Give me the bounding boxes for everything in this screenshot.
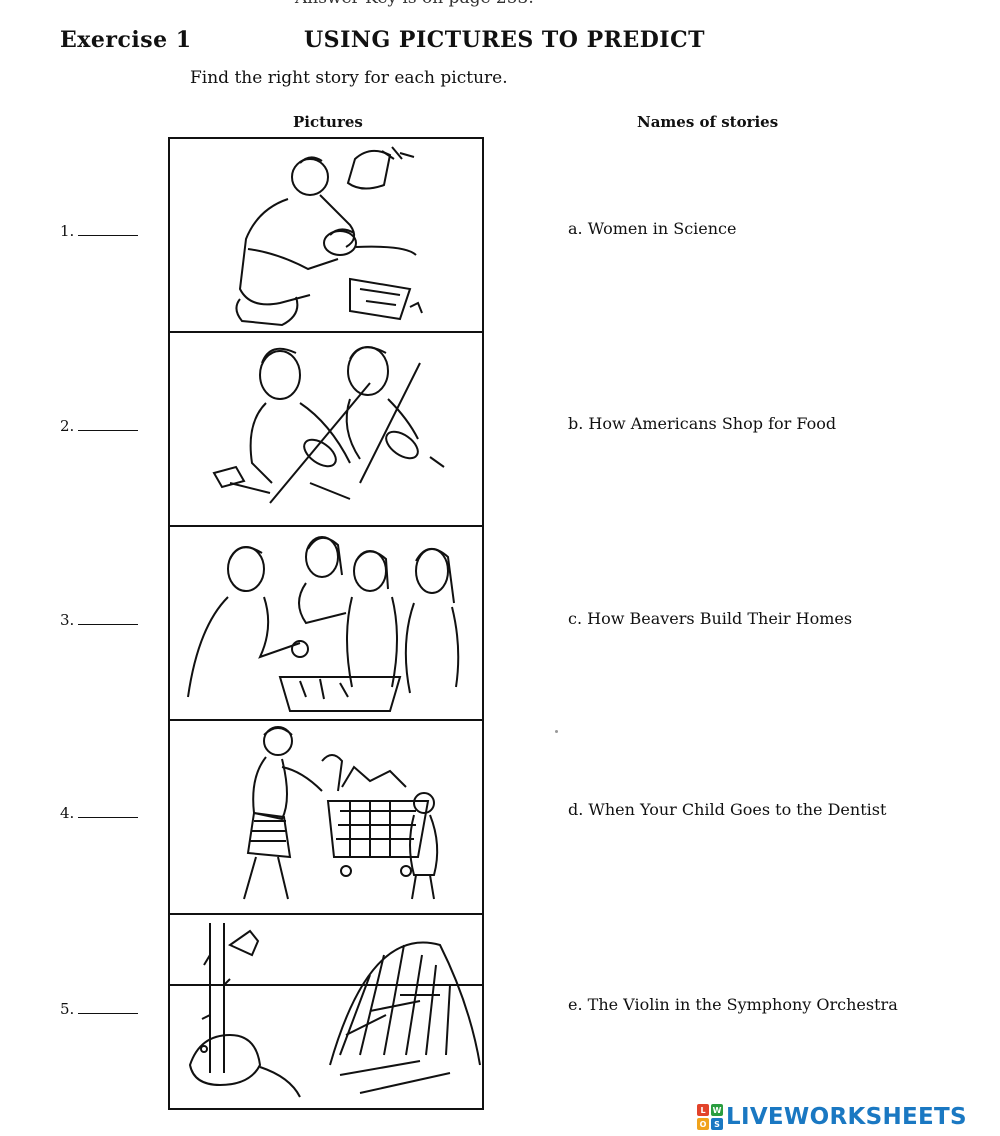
- story-option-c: c. How Beavers Build Their Homes: [568, 609, 853, 628]
- answer-line-5[interactable]: 5.: [60, 1000, 139, 1020]
- stray-dot: [555, 730, 558, 733]
- pictures-column-heading: Pictures: [293, 113, 363, 131]
- answer-line-3[interactable]: 3.: [60, 611, 139, 631]
- answer-blank[interactable]: [78, 816, 139, 818]
- cutoff-header-text: Answer Key is on page 253.: [295, 0, 534, 8]
- answer-blank[interactable]: [78, 623, 139, 625]
- pictures-box: [168, 137, 484, 1110]
- story-option-e: e. The Violin in the Symphony Orchestra: [568, 995, 898, 1014]
- exercise-label: Exercise 1: [60, 27, 192, 53]
- answer-number: 1.: [60, 222, 75, 240]
- beaver-lodge-picture: [170, 923, 482, 1098]
- answer-line-2[interactable]: 2.: [60, 417, 139, 437]
- picture-cell-2: [170, 333, 482, 527]
- two-violinists-picture: [212, 346, 445, 504]
- brand-name: LIVEWORKSHEETS: [726, 1104, 967, 1130]
- exercise-title: USING PICTURES TO PREDICT: [304, 27, 705, 53]
- picture-cell-4: [170, 721, 482, 915]
- picture-cell-5: [170, 915, 482, 1109]
- answer-line-4[interactable]: 4.: [60, 804, 139, 824]
- dentist-with-child-picture: [235, 146, 423, 327]
- answer-number: 3.: [60, 611, 75, 629]
- woman-shopping-cart-picture: [243, 726, 439, 900]
- answer-number: 4.: [60, 804, 75, 822]
- answer-number: 5.: [60, 1000, 75, 1018]
- picture-cell-1: [170, 139, 482, 333]
- answer-blank[interactable]: [78, 234, 139, 236]
- liveworksheets-logo: L W O S LIVEWORKSHEETS: [697, 1102, 967, 1132]
- women-in-laboratory-picture: [187, 536, 460, 712]
- brand-grid-icon: L W O S: [697, 1104, 723, 1130]
- answer-blank[interactable]: [78, 429, 139, 431]
- stories-column-heading: Names of stories: [637, 113, 779, 131]
- answer-blank[interactable]: [78, 1012, 139, 1014]
- story-option-d: d. When Your Child Goes to the Dentist: [568, 800, 887, 819]
- story-option-a: a. Women in Science: [568, 219, 737, 238]
- answer-number: 2.: [60, 417, 75, 435]
- picture-cell-3: [170, 527, 482, 721]
- instructions-text: Find the right story for each picture.: [190, 68, 508, 88]
- answer-line-1[interactable]: 1.: [60, 222, 139, 242]
- story-option-b: b. How Americans Shop for Food: [568, 414, 837, 433]
